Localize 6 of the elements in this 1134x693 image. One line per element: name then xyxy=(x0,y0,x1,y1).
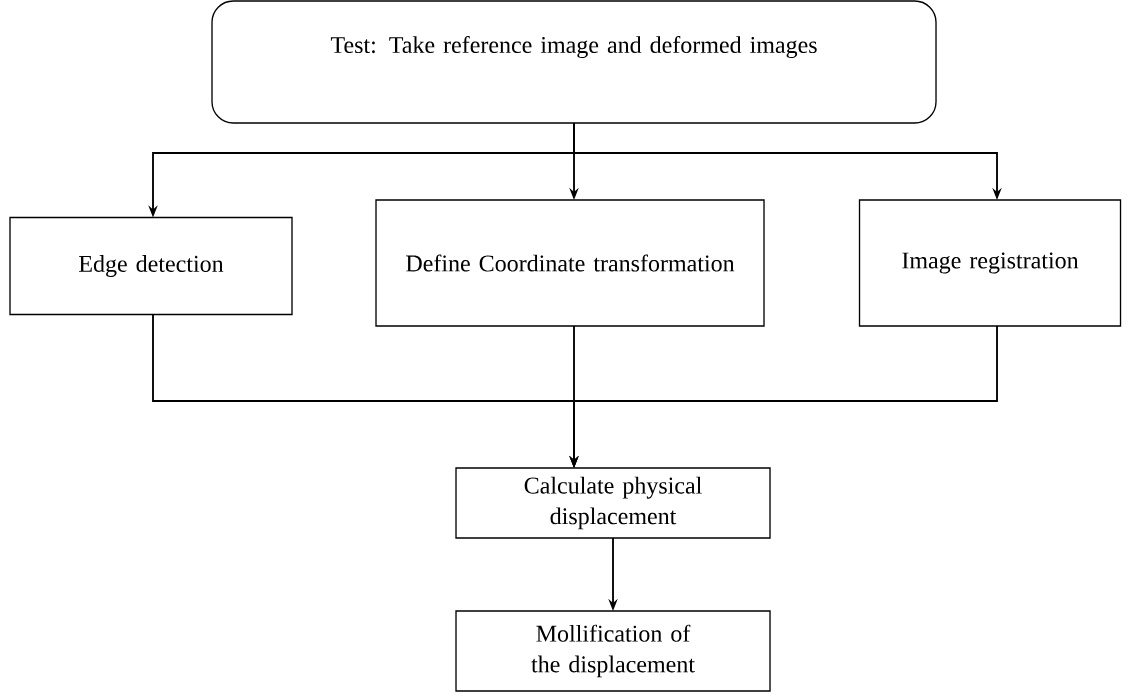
process-box: Image registration xyxy=(858,199,1122,327)
process-box: Edge detection xyxy=(9,216,293,316)
process-box: Define Coordinate transformation xyxy=(375,199,765,327)
process-box: Calculate physical displacement xyxy=(455,467,771,539)
rounded-box: Test: Take reference image and deformed images xyxy=(211,0,937,124)
process-box: Mollification of the displacement xyxy=(455,610,771,692)
